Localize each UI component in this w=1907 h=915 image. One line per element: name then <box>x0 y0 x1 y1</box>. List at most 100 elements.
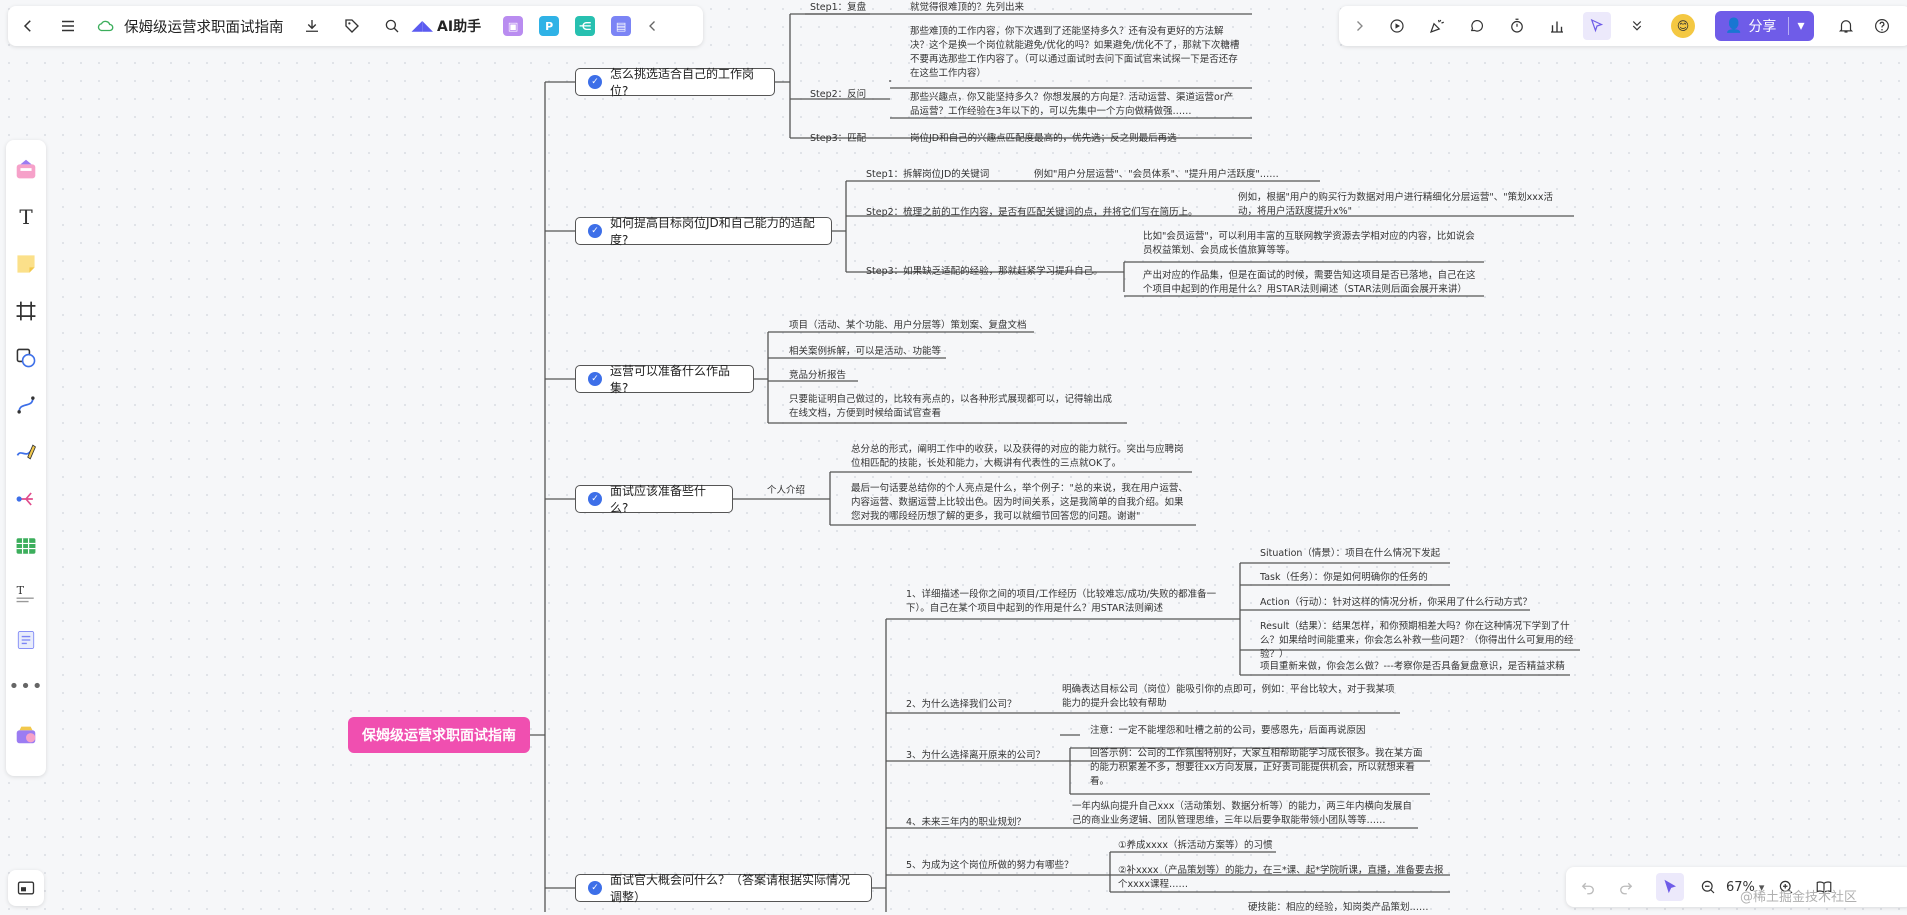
zoom-out-icon[interactable] <box>1694 873 1722 901</box>
more-chevron-icon[interactable] <box>1623 12 1651 40</box>
topic-text[interactable]: 例如"用户分层运营"、"会员体系"、"提升用户活跃度"…… <box>1034 169 1279 180</box>
branch-title: 面试官大概会问什么？（答案请根据实际情况调整） <box>610 873 851 904</box>
sticky-note-icon[interactable] <box>10 248 42 280</box>
download-icon[interactable] <box>298 12 326 40</box>
text-tool-icon[interactable]: T <box>19 204 33 229</box>
branch-node-5[interactable]: ✓ 面试官大概会问什么？（答案请根据实际情况调整） <box>575 873 872 904</box>
plugin-chat-icon[interactable]: ▤ <box>611 16 632 36</box>
avatar[interactable]: 😊 <box>1671 14 1695 38</box>
text-block-icon[interactable]: T <box>10 577 42 609</box>
expand-chevron-icon[interactable] <box>1345 12 1373 40</box>
play-icon[interactable] <box>1383 12 1411 40</box>
branch-title: 怎么挑选适合自己的工作岗位? <box>610 67 755 98</box>
menu-icon[interactable] <box>54 12 82 40</box>
branch-node-2[interactable]: ✓ 如何提高目标岗位JD和自己能力的适配度? <box>575 216 832 247</box>
topic-text[interactable]: 产出对应的作品集，但是在面试的时候，需要告知这项目是否已落地，自己在这个项目中起… <box>1143 270 1476 295</box>
right-top-toolbar: 😊 👤 分享 ▾ <box>1339 6 1907 46</box>
branch-node-3[interactable]: ✓ 运营可以准备什么作品集? <box>575 364 754 395</box>
user-plus-icon: 👤 <box>1725 18 1743 34</box>
undo-icon[interactable] <box>1574 873 1602 901</box>
topic-text[interactable]: 项目（活动、某个功能、用户分层等）策划案、复盘文档 <box>789 320 1027 331</box>
topic-label[interactable]: Step2：反问 <box>810 89 867 100</box>
chevron-down-icon[interactable]: ▾ <box>1797 18 1805 34</box>
topic-label[interactable]: Step3：如果缺乏适配的经验，那就赶紧学习提升自己。 <box>866 266 1103 277</box>
zoom-in-icon[interactable] <box>1772 873 1800 901</box>
search-icon[interactable] <box>378 12 406 40</box>
comment-icon[interactable] <box>1463 12 1491 40</box>
document-title[interactable]: 保姆级运营求职面试指南 <box>124 19 284 36</box>
topic-label[interactable]: Step2：梳理之前的工作内容，是否有匹配关键词的点，并将它们写在简历上。 <box>866 207 1198 218</box>
template-icon[interactable] <box>10 154 42 186</box>
answer-text[interactable]: ①养成xxxx（拆活动方案等）的习惯 <box>1118 840 1273 851</box>
topic-text[interactable]: 那些难顶的工作内容，你下次遇到了还能坚持多久？还有没有更好的方法解决？这个是换一… <box>910 26 1240 79</box>
plugin-image-icon[interactable]: ▣ <box>503 16 524 36</box>
answer-text[interactable]: Situation（情景）：项目在什么情况下发起 <box>1260 548 1441 559</box>
mindmap-tool-icon[interactable] <box>10 483 42 515</box>
branch-node-4[interactable]: ✓ 面试应该准备些什么? <box>575 484 733 515</box>
topic-text[interactable]: 总分总的形式，阐明工作中的收获，以及获得的对应的能力就行。突出与应聘岗位相匹配的… <box>851 444 1184 469</box>
topic-text[interactable]: 只要能证明自己做过的，比较有亮点的，以各种形式展现都可以，记得输出成在线文档，方… <box>789 394 1113 419</box>
topic-label[interactable]: Step3：匹配 <box>810 133 867 144</box>
question-text[interactable]: 4、未来三年内的职业规划？ <box>906 817 1027 828</box>
select-cursor-icon[interactable] <box>1656 873 1684 901</box>
answer-text[interactable]: Task（任务）：你是如何明确你的任务的 <box>1260 572 1428 583</box>
topic-text[interactable]: 竞品分析报告 <box>789 370 847 381</box>
answer-text[interactable]: 注意：一定不能埋怨和吐槽之前的公司，要感恩先，后面再说原因 <box>1090 725 1366 736</box>
answer-text[interactable]: Action（行动）：针对这样的情况分析，你采用了什么行动方式？ <box>1260 597 1533 608</box>
table-tool-icon[interactable] <box>10 530 42 562</box>
answer-text[interactable]: ②补xxxx（产品策划等）的能力，在三*课、起*学院听课，直播，准备要去报个xx… <box>1118 865 1444 890</box>
topic-label[interactable]: Step1：拆解岗位JD的关键词 <box>866 169 990 180</box>
topic-text[interactable]: 那些兴趣点，你又能坚持多久？你想发展的方向是？活动运营、渠道运营or产品运营？工… <box>910 92 1234 117</box>
question-text[interactable]: 5、为成为这个岗位所做的努力有哪些？ <box>906 860 1074 871</box>
plugin-mindmap-icon[interactable]: ⋲ <box>575 16 596 36</box>
answer-text[interactable]: Result（结果）：结果怎样，和你预期相差大吗？你在这种情况下学到了什么？如果… <box>1260 621 1574 660</box>
ai-assistant-label: AI助手 <box>437 19 482 35</box>
celebrate-icon[interactable] <box>1423 12 1451 40</box>
frame-tool-icon[interactable] <box>10 295 42 327</box>
zoom-level[interactable]: 67% <box>1726 879 1755 895</box>
back-icon[interactable] <box>14 12 42 40</box>
tag-icon[interactable] <box>338 12 366 40</box>
topic-text[interactable]: 比如"会员运营"，可以利用丰富的互联网教学资源去学相对应的内容，比如说会员权益策… <box>1143 231 1475 256</box>
root-node[interactable]: 保姆级运营求职面试指南 <box>348 717 530 753</box>
ai-assistant-button[interactable]: ◢◣ AI助手 <box>412 16 482 36</box>
book-icon[interactable] <box>1810 873 1838 901</box>
topic-text[interactable]: 例如，根据"用户的购买行为数据对用户进行精细化分层运营"、"策划xxx活动，将用… <box>1238 192 1553 217</box>
question-text[interactable]: 1、详细描述一段你之间的项目/工作经历（比较难忘/成功/失败的都准备一下）。自己… <box>906 589 1217 614</box>
help-icon[interactable] <box>1868 12 1896 40</box>
share-button[interactable]: 👤 分享 ▾ <box>1715 11 1815 41</box>
minimap-button[interactable] <box>8 870 44 906</box>
topic-text[interactable]: 就觉得很难顶的？先列出来 <box>910 2 1025 13</box>
topic-text[interactable]: 相关案例拆解，可以是活动、功能等 <box>789 346 942 357</box>
minimap-icon <box>17 881 35 895</box>
more-tools-icon[interactable]: ••• <box>8 676 44 697</box>
pen-tool-icon[interactable] <box>10 436 42 468</box>
branch-node-1[interactable]: ✓ 怎么挑选适合自己的工作岗位? <box>575 67 775 98</box>
redo-icon[interactable] <box>1612 873 1640 901</box>
plugin-p-icon[interactable]: P <box>539 16 560 36</box>
topic-sub-label[interactable]: 个人介绍 <box>767 485 806 496</box>
question-text[interactable]: 2、为什么选择我们公司？ <box>906 699 1017 710</box>
answer-text[interactable]: 项目重新来做，你会怎么做？---考察你是否具备复盘意识，是否精益求精 <box>1260 661 1565 672</box>
vote-icon[interactable] <box>1543 12 1571 40</box>
topic-label[interactable]: Step1：复盘 <box>810 2 867 13</box>
collapse-chevron-icon[interactable] <box>639 12 667 40</box>
connector-tool-icon[interactable] <box>10 389 42 421</box>
answer-text[interactable]: 明确表达目标公司（岗位）能吸引你的点即可，例如：平台比较大，对于我某项能力的提升… <box>1062 684 1395 709</box>
topic-text[interactable]: 最后一句话要总结你的个人亮点是什么，举个例子："总的来说，我在用户运营、内容运营… <box>851 483 1188 522</box>
question-text[interactable]: 3、为什么选择离开原来的公司？ <box>906 750 1046 761</box>
checkbox-icon: ✓ <box>588 881 602 895</box>
topic-text[interactable]: 岗位JD和自己的兴趣点匹配度最高的，优先选；反之则最后再选 <box>910 133 1177 144</box>
answer-text[interactable]: 一年内纵向提升自己xxx（活动策划、数据分析等）的能力，两三年内横向发展自己的商… <box>1072 801 1412 826</box>
answer-text[interactable]: 硬技能：相应的经验，知岗类产品策划…… <box>1248 902 1429 913</box>
document-card-icon[interactable] <box>10 624 42 656</box>
zoom-chevron-down-icon[interactable]: ▾ <box>1758 880 1765 894</box>
bell-icon[interactable] <box>1832 12 1860 40</box>
resource-library-icon[interactable] <box>10 718 42 750</box>
answer-text[interactable]: 回答示例：公司的工作氛围特别好，大家互相帮助能学习成长很多。我在某方面的能力积累… <box>1090 748 1423 787</box>
shape-tool-icon[interactable] <box>10 342 42 374</box>
laser-pointer-icon[interactable] <box>1583 12 1611 40</box>
timer-icon[interactable] <box>1503 12 1531 40</box>
